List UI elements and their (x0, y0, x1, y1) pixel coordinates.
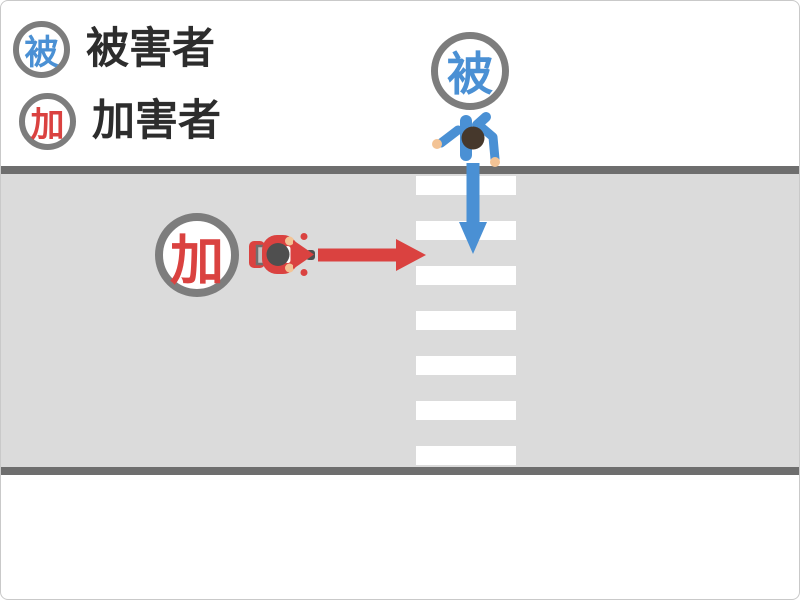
crosswalk (416, 174, 516, 467)
crosswalk-stripe (416, 311, 516, 330)
legend-offender-badge: 加 (19, 93, 76, 150)
road-edge-bottom (1, 467, 799, 475)
crosswalk-stripe (416, 401, 516, 420)
road-edge-top (1, 166, 799, 174)
crosswalk-stripe (416, 356, 516, 375)
legend-victim-badge: 被 (13, 21, 70, 78)
crosswalk-stripe (416, 176, 516, 195)
victim-badge: 被 (431, 32, 509, 110)
offender-badge: 加 (155, 213, 239, 297)
pedestrian-head (461, 126, 485, 150)
offender-right-arrow-icon (318, 239, 426, 271)
legend-offender-kanji: 加 (30, 106, 65, 144)
legend-offender-label: 加害者 (92, 97, 221, 145)
victim-down-arrow-icon (459, 163, 487, 254)
legend-victim-label: 被害者 (86, 25, 215, 73)
pedestrian-icon (432, 112, 500, 167)
crosswalk-stripe (416, 446, 516, 465)
hand-left (432, 139, 442, 149)
legend-item-offender: 加 加害者 (19, 93, 221, 150)
hand-right (490, 157, 500, 167)
offender-badge-kanji: 加 (170, 230, 224, 291)
legend-victim-kanji: 被 (24, 34, 59, 72)
victim-badge-kanji: 被 (447, 48, 493, 100)
road-surface (1, 174, 799, 467)
crosswalk-stripe (416, 266, 516, 285)
rider (266, 243, 290, 266)
legend-item-victim: 被 被害者 (13, 21, 215, 78)
motorcycle-icon (249, 233, 315, 276)
